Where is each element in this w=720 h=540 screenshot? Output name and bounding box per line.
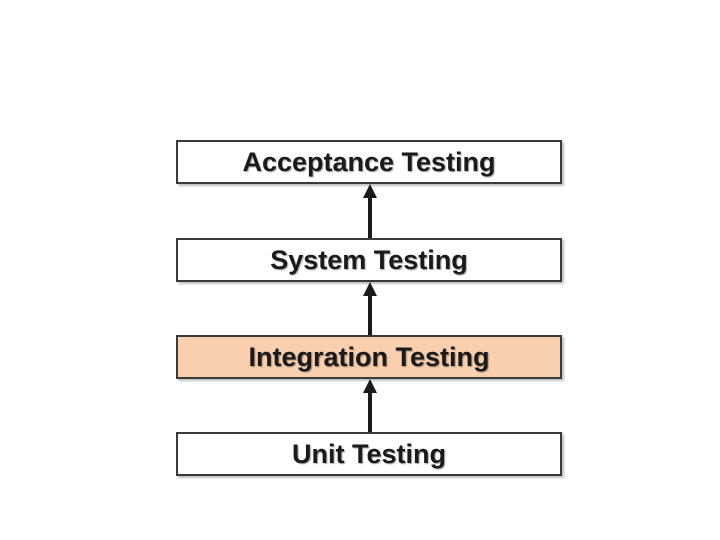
unit-testing-box: Unit Testing (176, 432, 562, 476)
integration-testing-label: Integration Testing (248, 341, 490, 372)
system-testing-box: System Testing (176, 238, 562, 282)
unit-testing-label: Unit Testing (292, 438, 446, 469)
arrow-up-icon (360, 184, 380, 238)
arrow-up-icon (360, 282, 380, 335)
system-testing-label: System Testing (270, 244, 468, 275)
acceptance-testing-box: Acceptance Testing (176, 140, 562, 184)
arrow-up-icon (360, 379, 380, 432)
acceptance-testing-label: Acceptance Testing (242, 146, 496, 177)
integration-testing-box: Integration Testing (176, 335, 562, 379)
